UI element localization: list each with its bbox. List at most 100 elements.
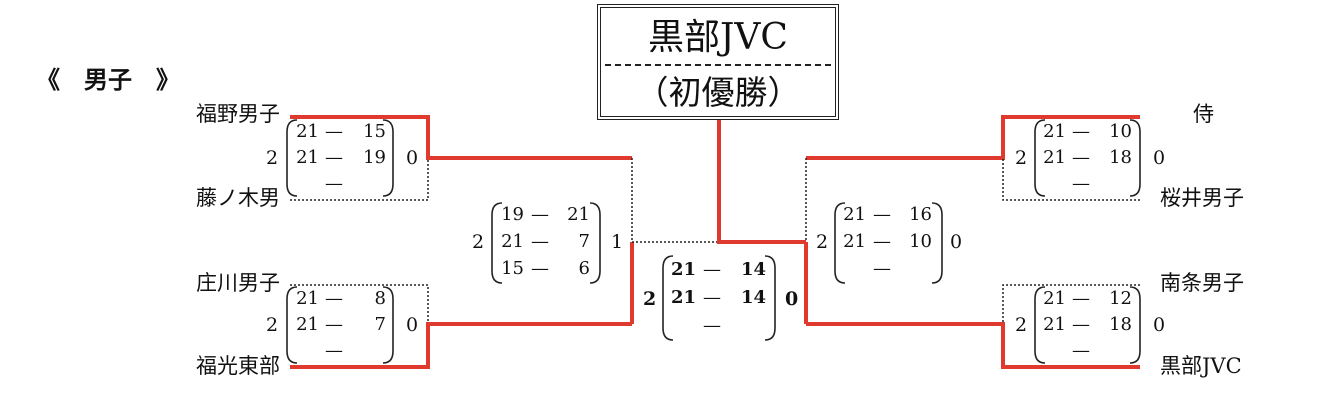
left-bottom-winner-line (290, 322, 632, 369)
left-bottom-open-paren (286, 286, 298, 364)
champion-box: 黒部JVC （初優勝） (597, 4, 839, 120)
right-bottom-winner-line (806, 322, 1140, 369)
sets-won: 2 (266, 314, 279, 336)
sets-won: 2 (1015, 147, 1028, 169)
set-score: 12 (1109, 288, 1132, 309)
set-score: 21 (670, 287, 696, 308)
set-score: 18 (1109, 147, 1132, 168)
set-score: 21 (296, 288, 319, 309)
set-dash: — (325, 147, 343, 168)
champion-name: 黒部JVC (648, 17, 788, 58)
set-score: 21 (296, 147, 319, 168)
set-score: 21 (670, 259, 696, 280)
team-name: 藤ノ木男 (196, 186, 280, 210)
sets-won: 2 (266, 147, 279, 169)
right-top-match-lines (806, 115, 1140, 201)
set-score: 19 (363, 147, 386, 168)
set-score: 7 (578, 231, 590, 252)
set-dash: — (1072, 147, 1090, 168)
left-top-close-paren (382, 119, 394, 197)
left-semi-open-paren (491, 202, 503, 284)
team-name: 黒部JVC (1160, 354, 1242, 378)
set-dash: — (531, 258, 549, 279)
left-top-open-paren (286, 119, 298, 197)
right-top-loser-line (1002, 158, 1140, 201)
set-dash: — (325, 314, 343, 335)
set-dash: — (325, 288, 343, 309)
final-open-paren (662, 255, 674, 341)
right-semi-open-paren (834, 202, 846, 284)
set-dash: — (531, 231, 549, 252)
set-dash: — (873, 231, 891, 252)
right-bottom-close-paren (1129, 286, 1141, 364)
set-score: 21 (1043, 314, 1066, 335)
team-name: 南条男子 (1160, 271, 1244, 295)
set-dash: — (703, 315, 721, 336)
champion-divider (605, 64, 831, 66)
final-close-paren (764, 255, 776, 341)
left-top-loser-line (290, 158, 429, 201)
right-top-close-paren (1129, 119, 1141, 197)
set-score: 21 (567, 204, 590, 225)
set-dash: — (1072, 173, 1090, 194)
set-dash: — (1072, 121, 1090, 142)
set-score: 16 (909, 204, 932, 225)
left-semi-close-paren (589, 202, 601, 284)
set-dash: — (531, 204, 549, 225)
set-score: 10 (909, 231, 932, 252)
set-dash: — (703, 259, 721, 280)
set-score: 6 (578, 258, 590, 279)
right-top-open-paren (1034, 119, 1046, 197)
sets-won: 0 (406, 314, 419, 336)
sets-won: 0 (1153, 314, 1166, 336)
team-name: 庄川男子 (196, 271, 280, 295)
sets-won: 1 (611, 231, 624, 253)
left-top-match-lines (290, 115, 632, 201)
sets-won: 0 (406, 147, 419, 169)
set-dash: — (1072, 314, 1090, 335)
set-score: 21 (1043, 288, 1066, 309)
right-top-winner-line (806, 115, 1140, 160)
set-score: 21 (843, 231, 866, 252)
set-score: 15 (363, 121, 386, 142)
left-bottom-close-paren (382, 286, 394, 364)
set-score: 14 (740, 287, 766, 308)
right-bottom-open-paren (1034, 286, 1046, 364)
set-dash: — (1072, 288, 1090, 309)
section-title: 《 男子 》 (36, 66, 180, 94)
team-name: 桜井男子 (1160, 186, 1244, 210)
set-score: 19 (501, 204, 524, 225)
set-dash: — (703, 287, 721, 308)
set-dash: — (1072, 340, 1090, 361)
right-bottom-loser-line (1002, 284, 1140, 324)
final-winner-line (717, 118, 806, 244)
set-score: 21 (1043, 147, 1066, 168)
champion-note: （初優勝） (635, 73, 801, 112)
set-dash: — (873, 258, 891, 279)
sets-won: 0 (1153, 147, 1166, 169)
set-score: 21 (1043, 121, 1066, 142)
sets-won: 2 (1015, 314, 1028, 336)
sets-won: 2 (643, 288, 657, 310)
sets-won: 2 (816, 231, 829, 253)
set-score: 21 (501, 231, 524, 252)
left-bottom-match-lines (290, 284, 632, 369)
left-bottom-loser-line (290, 284, 429, 324)
set-score: 10 (1109, 121, 1132, 142)
set-score: 21 (296, 121, 319, 142)
score-brackets (286, 119, 1141, 364)
set-dash: — (325, 121, 343, 142)
set-dash: — (325, 173, 343, 194)
team-name: 福光東部 (196, 354, 280, 378)
set-score: 14 (740, 259, 766, 280)
set-score: 7 (374, 314, 386, 335)
team-name: 侍 (1193, 102, 1214, 126)
left-top-winner-line (290, 115, 632, 160)
set-score: 8 (374, 288, 386, 309)
sets-won: 0 (950, 231, 963, 253)
sets-won: 2 (472, 231, 485, 253)
right-semi-close-paren (931, 202, 943, 284)
set-score: 18 (1109, 314, 1132, 335)
